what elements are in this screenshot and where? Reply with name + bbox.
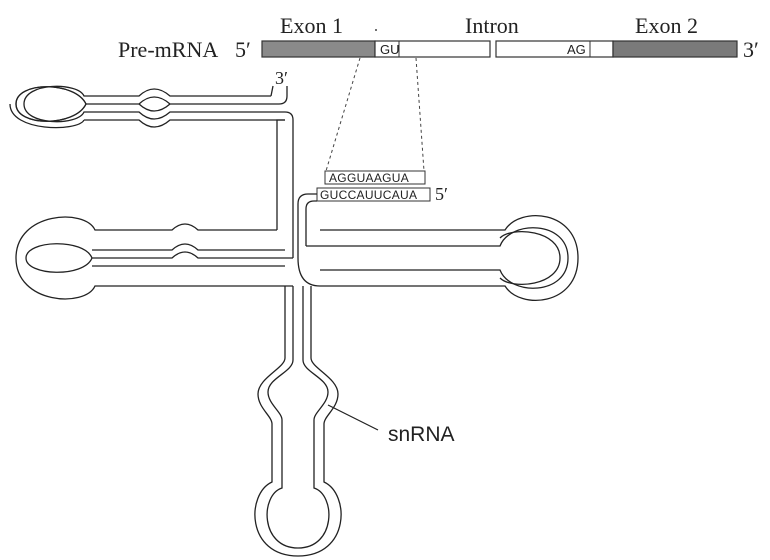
premrna-bar: GU AG	[261, 40, 738, 58]
lower-arm-outer	[254, 286, 342, 557]
lower-arm-left	[266, 286, 330, 549]
tick-mark	[375, 29, 377, 31]
top-stem-loop-outer	[15, 86, 288, 122]
top-stem-loop-outer-outline	[15, 86, 171, 122]
mrna-seq-box	[324, 170, 426, 185]
intron-label: Intron	[465, 13, 519, 38]
zoom-line-left	[325, 57, 361, 172]
mrna-seq: AGGUAAGUA	[329, 171, 409, 185]
zoom-line-right	[415, 57, 425, 172]
premrna-five-prime: 5′	[235, 37, 251, 62]
snrna-seq: GUCCAUUCAUA	[320, 188, 417, 202]
splice-donor-gu: GU	[380, 42, 400, 57]
exon1-label: Exon 1	[280, 13, 343, 38]
top-stem-loop-lower	[9, 103, 285, 129]
exon1-box	[261, 40, 376, 58]
left-stem-loop	[15, 216, 293, 300]
exon2-box	[612, 40, 738, 58]
right-stem-loop	[297, 215, 579, 301]
intron-right-box	[495, 40, 614, 58]
premrna-three-prime: 3′	[743, 37, 759, 62]
top-stem-loop-inner	[23, 85, 285, 123]
splice-acceptor-ag: AG	[567, 42, 586, 57]
left-stem-loop-mid	[92, 243, 285, 267]
snrna-five-prime: 5′	[435, 184, 448, 204]
left-stem-loop-inner	[25, 243, 293, 273]
exon2-label: Exon 2	[635, 13, 698, 38]
right-stem-loop-inner	[499, 231, 561, 285]
premrna-label: Pre-mRNA	[118, 37, 218, 62]
snrna-five-prime-arm	[297, 193, 317, 258]
snrna-pointer-line	[327, 404, 379, 431]
snrna-three-prime: 3′	[275, 68, 288, 88]
upper-arm	[276, 111, 294, 258]
intron-left-box	[374, 40, 491, 58]
snrna-label: snRNA	[388, 423, 455, 446]
snrna-structure	[9, 85, 579, 557]
